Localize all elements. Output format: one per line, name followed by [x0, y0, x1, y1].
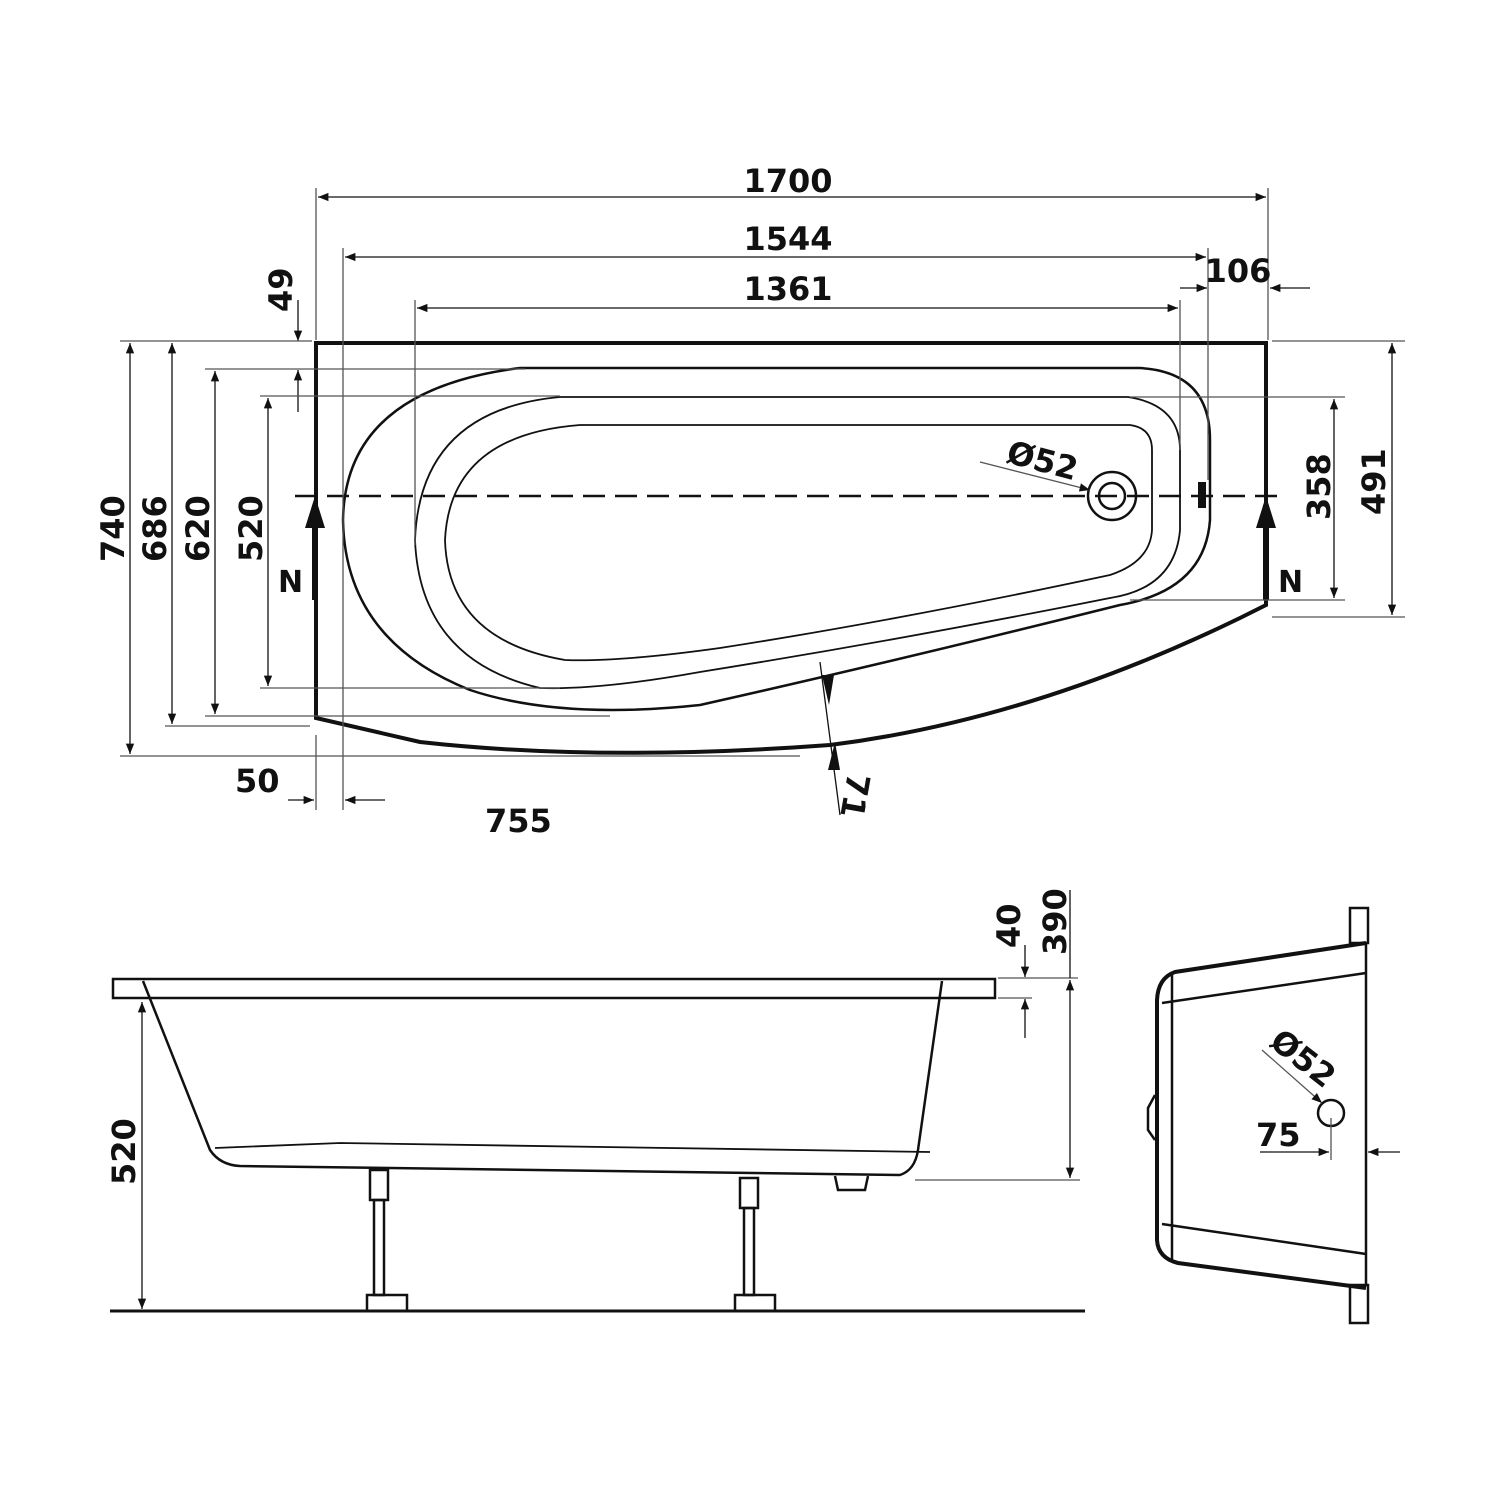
- side-rim: [111, 977, 997, 1000]
- end-floor-bottom: [1161, 1222, 1367, 1256]
- arrow-icon: [822, 675, 834, 705]
- dim-left-offset: 50: [235, 762, 280, 800]
- drain-diameter-label: Ø52: [1003, 433, 1082, 488]
- drain-inner-icon: [1097, 481, 1127, 511]
- leg-right: [733, 1176, 777, 1313]
- side-floor: [214, 1142, 931, 1153]
- drain-leader: [979, 461, 1091, 492]
- orientation-mark-right: N: [1278, 565, 1303, 600]
- side-body: [141, 980, 944, 1177]
- dim-overall-length: 1700: [743, 162, 832, 200]
- end-rim-bottom: [1348, 1283, 1370, 1325]
- dim-rim-thickness: 40: [990, 903, 1028, 948]
- basin-floor: [444, 424, 1153, 662]
- drain-icon: [1086, 470, 1138, 522]
- side-view: 520 40 390: [105, 888, 1085, 1313]
- dim-line-71: [819, 661, 841, 816]
- top-view: Ø52 N N 1700 1544 1361 106 49: [94, 162, 1405, 840]
- dim-width-620: 620: [179, 495, 217, 562]
- dim-rim-width: 71: [832, 771, 877, 821]
- end-body: [1155, 941, 1367, 1290]
- end-view: Ø52 75: [1146, 906, 1400, 1325]
- arrow-icon: [828, 742, 840, 770]
- dim-basin-length: 1361: [743, 270, 832, 308]
- dim-top-offset: 49: [262, 267, 300, 312]
- end-overflow-icon: [1146, 1094, 1157, 1141]
- end-rim-top: [1348, 906, 1370, 945]
- end-drain-offset: 75: [1256, 1116, 1301, 1154]
- dim-curve-position: 755: [485, 802, 552, 840]
- dim-inner-length: 1544: [743, 220, 832, 258]
- tub-outline: [314, 341, 1268, 755]
- orientation-mark-left: N: [278, 565, 303, 600]
- leg-left: [365, 1168, 409, 1313]
- dim-right-outer: 491: [1355, 448, 1393, 515]
- side-drain-icon: [833, 1175, 870, 1192]
- dim-height: 520: [105, 1118, 143, 1185]
- n-arrowhead-left-icon: [305, 496, 325, 528]
- n-arrowhead-right-icon: [1256, 496, 1276, 528]
- basin-middle: [414, 396, 1181, 690]
- end-floor-top: [1161, 971, 1367, 1005]
- dim-width-686: 686: [136, 495, 174, 562]
- end-drain-diameter: Ø52: [1263, 1021, 1343, 1095]
- dim-width-520: 520: [232, 495, 270, 562]
- dim-overall-width: 740: [94, 495, 132, 562]
- dim-depth: 390: [1036, 888, 1074, 955]
- dim-right-inner: 358: [1300, 453, 1338, 520]
- overflow-icon: [1198, 482, 1206, 508]
- dim-end-offset: 106: [1205, 252, 1272, 290]
- end-drain-leader: [1261, 1049, 1323, 1104]
